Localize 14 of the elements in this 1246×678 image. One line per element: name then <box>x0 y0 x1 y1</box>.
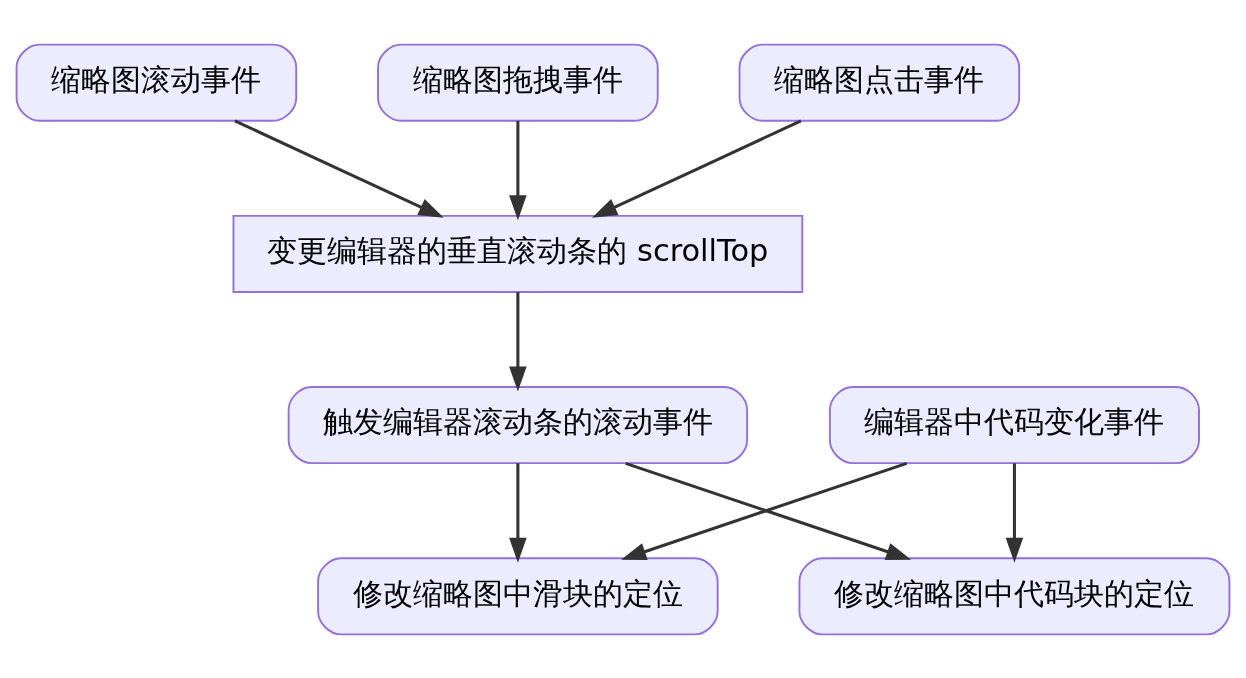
node-box: 修改缩略图中代码块的定位 <box>798 556 1231 635</box>
arrow <box>509 120 527 220</box>
node-box: 变更编辑器的垂直滚动条的 scrollTop <box>232 214 804 293</box>
node-box: 缩略图滚动事件 <box>15 43 298 122</box>
node-box: 缩略图拖拽事件 <box>377 43 659 122</box>
arrow <box>234 119 444 218</box>
arrow <box>509 462 527 563</box>
arrow <box>509 291 527 392</box>
arrow <box>1005 462 1024 563</box>
node-box: 触发编辑器滚动条的滚动事件 <box>287 385 749 464</box>
node-box: 缩略图点击事件 <box>738 43 1021 122</box>
arrow <box>592 119 802 218</box>
node-box: 编辑器中代码变化事件 <box>828 385 1200 464</box>
node-box: 修改缩略图中滑块的定位 <box>317 556 719 635</box>
